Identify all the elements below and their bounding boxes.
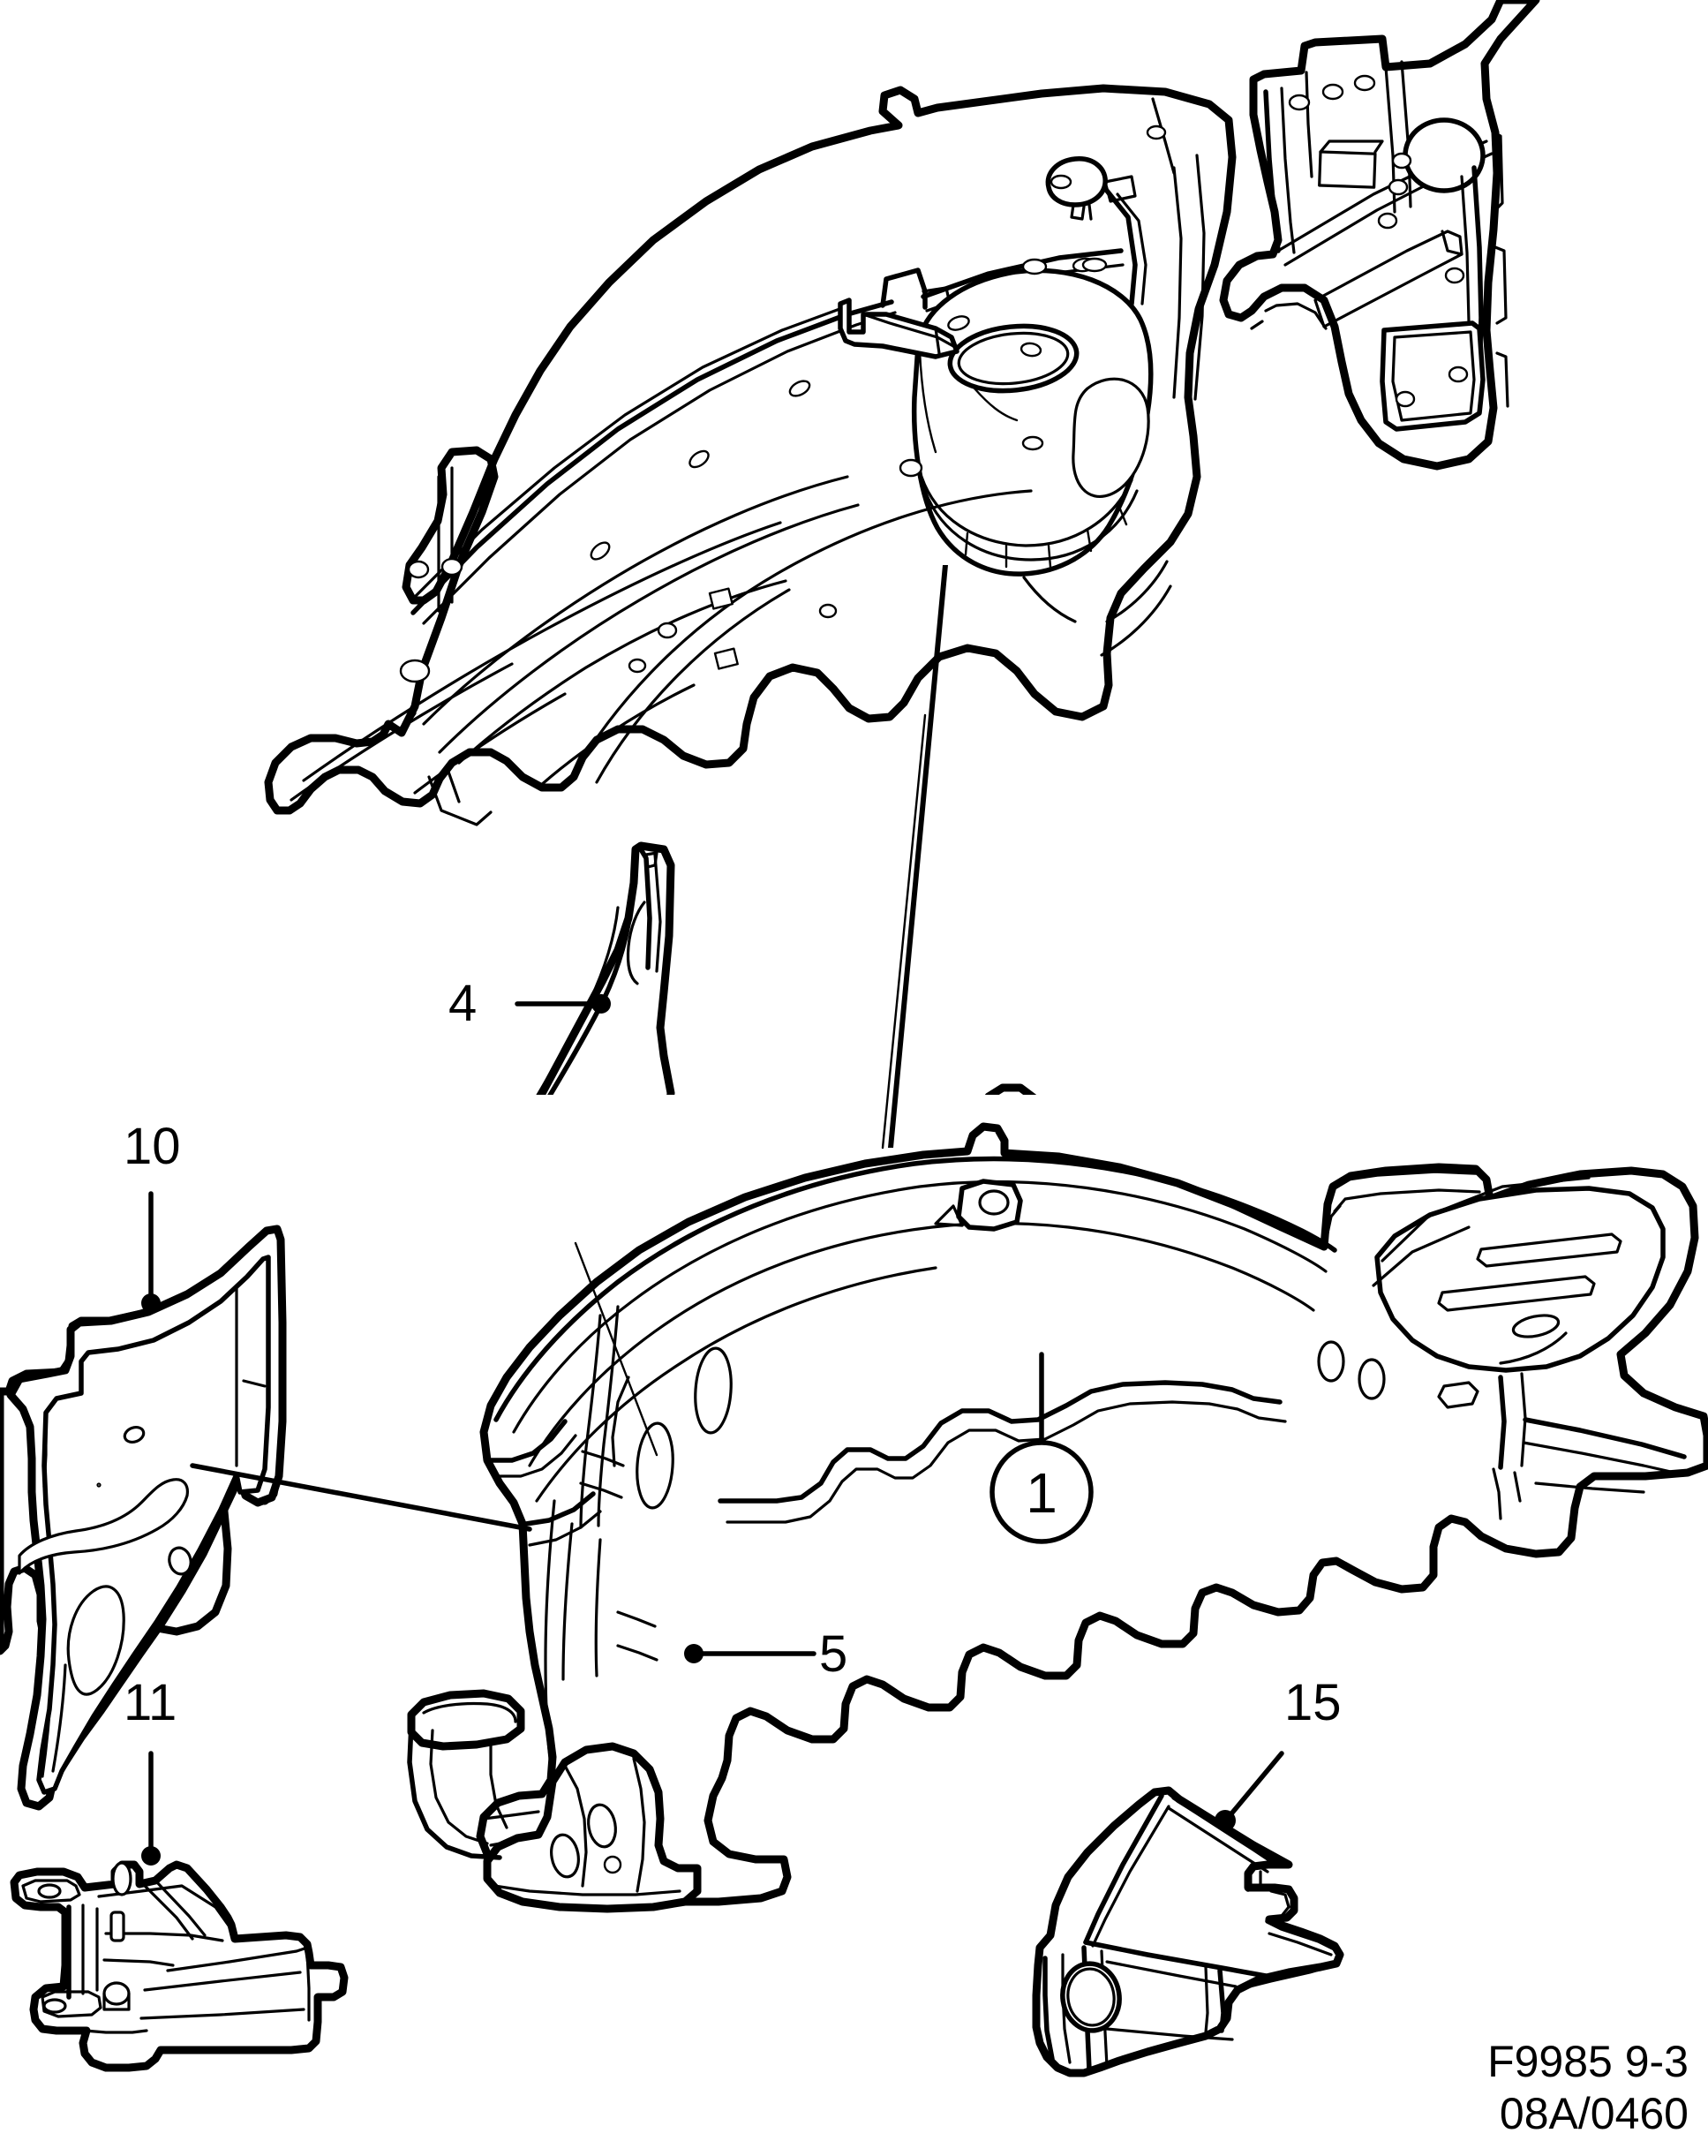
- part-bulkhead-panel: [1219, 0, 1540, 471]
- part-mount-bracket-arm: [10, 1860, 349, 2072]
- callout-15-label: 15: [1284, 1674, 1342, 1731]
- callout-5-label: 5: [819, 1625, 848, 1683]
- part-lower-bracket: [407, 1689, 702, 1913]
- connector-lines: [141, 565, 1284, 1866]
- part-closing-panel: [0, 1225, 287, 1811]
- footer-catalogue-code: F9985 9-3: [1487, 2037, 1689, 2086]
- part-wheel-arch-member-main: [476, 1122, 1708, 1906]
- callout-11-label: 11: [124, 1674, 177, 1731]
- part-inner-fender-assembly: [264, 84, 1237, 826]
- part-bumper-mount-box: [1032, 1786, 1344, 2077]
- footer-plate-number: 08A/0460: [1499, 2089, 1689, 2138]
- callout-1-number: 1: [1026, 1461, 1057, 1525]
- callout-4-label: 4: [448, 975, 478, 1032]
- footer: F9985 9-3 08A/0460: [1487, 2036, 1689, 2140]
- callout-10-label: 10: [124, 1118, 181, 1175]
